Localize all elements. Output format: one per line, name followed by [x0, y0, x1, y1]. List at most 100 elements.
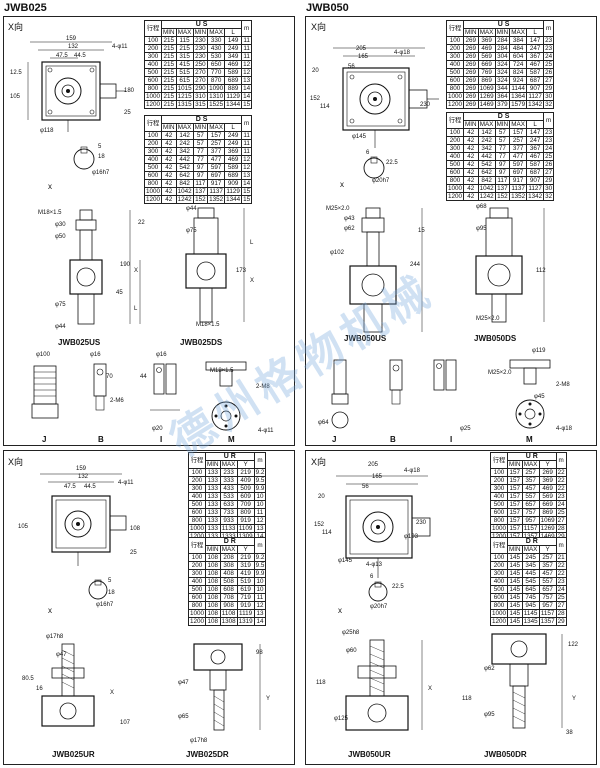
table-cell: 115: [175, 36, 194, 45]
table-cell: 108: [205, 609, 221, 618]
table-cell: 42: [161, 163, 177, 172]
table-cell: 600: [445, 168, 465, 177]
caption-j: J: [42, 435, 47, 444]
table-cell: 157: [507, 508, 523, 517]
table-cell: 724: [509, 60, 528, 69]
table-cell: 1127: [526, 92, 545, 101]
jwb050r-shaft-end-drawing: [368, 581, 388, 602]
table-cell: 24: [543, 144, 555, 153]
col-header-min: MIN: [192, 28, 209, 37]
table-cell: 1469: [477, 100, 496, 109]
table-cell: 215: [161, 92, 177, 101]
table-cell: 757: [521, 508, 540, 517]
col-header-min: MIN: [463, 28, 479, 37]
table-cell: 10: [253, 500, 267, 509]
table-cell: 515: [175, 68, 194, 77]
dim-phi75: φ75: [186, 228, 197, 234]
table-cell: 13: [241, 76, 253, 85]
table-cell: 157: [507, 524, 523, 533]
table-cell: 200: [187, 476, 207, 485]
x-direction-label: X向: [8, 457, 24, 467]
table-cell: 23: [555, 492, 567, 501]
table-cell: 500: [489, 500, 509, 509]
table-group-header: D S: [463, 112, 545, 121]
table-row: 12001331333130914: [187, 532, 267, 541]
jwb025ur-drawing: [41, 643, 95, 727]
dim-phi17h8: φ17h8: [46, 634, 64, 640]
caption-m: M: [526, 435, 533, 444]
dim-x: X: [428, 686, 433, 692]
dim-phi125: φ125: [334, 716, 348, 722]
table-cell: 1344: [224, 195, 243, 204]
dim-159: 159: [76, 466, 87, 472]
dim-phi47: φ47: [178, 680, 189, 686]
caption-i: I: [450, 435, 453, 444]
table-cell: 1000: [445, 92, 465, 101]
table-cell: 300: [489, 484, 509, 493]
table-cell: 1069: [477, 84, 496, 93]
table-cell: 1109: [236, 524, 255, 533]
table-cell: 800: [489, 516, 509, 525]
col-header-stroke: 行程: [143, 20, 163, 37]
table-cell: 100: [489, 553, 509, 562]
col-header-max: MAX: [207, 28, 226, 37]
table-cell: 769: [477, 68, 496, 77]
table-cell: 345: [521, 561, 540, 570]
table-cell: 557: [538, 577, 557, 586]
table-cell: 230: [192, 44, 209, 53]
dim-44-5: 44.5: [84, 484, 96, 490]
dim-25: 25: [130, 550, 137, 556]
dim-2-m6: 2-M6: [110, 398, 124, 404]
table-cell: 800: [143, 84, 163, 93]
col-header-min: MIN: [161, 28, 177, 37]
table-cell: 384: [509, 36, 528, 45]
table-cell: 42: [463, 160, 479, 169]
dim-x: X: [110, 690, 115, 696]
dim-15: 15: [418, 228, 425, 234]
table-cell: 249: [224, 44, 243, 53]
table-cell: 757: [538, 593, 557, 602]
table-cell: 600: [143, 76, 163, 85]
table-cell: 924: [509, 76, 528, 85]
table-cell: 1344: [224, 100, 243, 109]
table-cell: 108: [205, 561, 221, 570]
table-cell: 24: [555, 500, 567, 509]
table-cell: 11: [253, 508, 267, 517]
caption-jwb025dr: JWB025DR: [186, 750, 229, 759]
table-cell: 509: [236, 484, 255, 493]
dim-165: 165: [372, 474, 383, 480]
table-cell: 908: [219, 601, 238, 610]
table-cell: 215: [161, 100, 177, 109]
table-group-header: U S: [463, 20, 545, 29]
col-header-min: MIN: [192, 123, 209, 132]
table-cell: 23: [543, 36, 555, 45]
table-cell: 1525: [207, 100, 226, 109]
dim-98: 98: [256, 650, 263, 656]
table-cell: 257: [521, 468, 540, 477]
table-cell: 1133: [219, 524, 238, 533]
table-cell: 245: [521, 553, 540, 562]
dim-118: 118: [462, 696, 472, 702]
table-cell: 669: [477, 60, 496, 69]
table-cell: 57: [494, 128, 511, 137]
dim-70: 70: [106, 374, 113, 380]
dim-m18: M18×1.5: [196, 322, 220, 328]
table-cell: 57: [494, 136, 511, 145]
table-cell: 809: [236, 508, 255, 517]
table-cell: 145: [507, 577, 523, 586]
table-cell: 500: [445, 160, 465, 169]
table-cell: 615: [175, 76, 194, 85]
dim-105: 105: [18, 524, 29, 530]
dim-4-phi11: 4-φ11: [112, 44, 128, 50]
table-cell: 842: [477, 176, 496, 185]
